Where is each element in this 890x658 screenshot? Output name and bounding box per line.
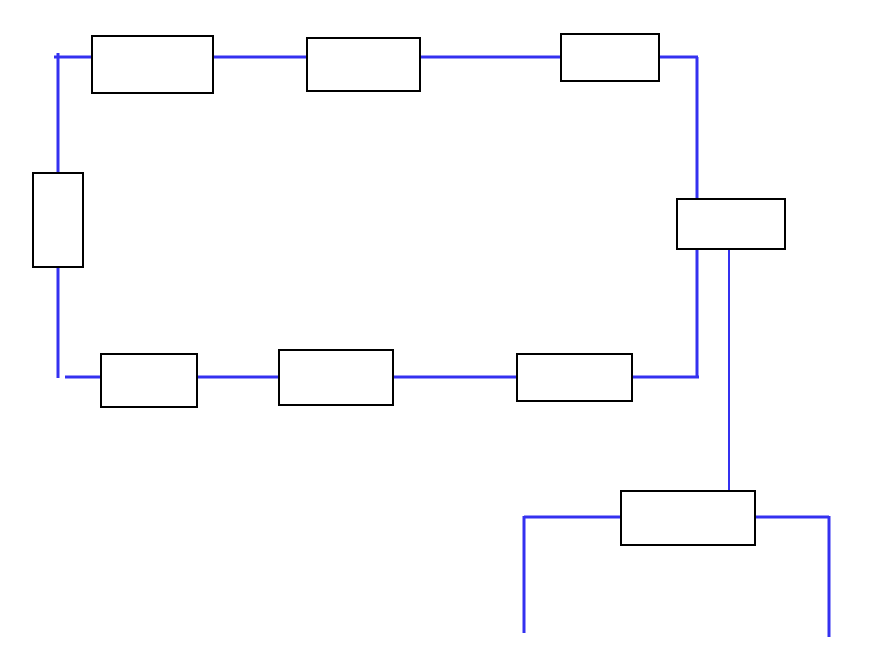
box-bottom-3[interactable] (516, 353, 633, 402)
box-bottom-2[interactable] (278, 349, 394, 406)
box-bottom-right[interactable] (620, 490, 756, 546)
box-top-1[interactable] (91, 35, 214, 94)
box-right-middle[interactable] (676, 198, 786, 250)
box-left[interactable] (32, 172, 84, 268)
box-top-3[interactable] (560, 33, 660, 82)
box-top-2[interactable] (306, 37, 421, 92)
box-bottom-1[interactable] (100, 353, 198, 408)
